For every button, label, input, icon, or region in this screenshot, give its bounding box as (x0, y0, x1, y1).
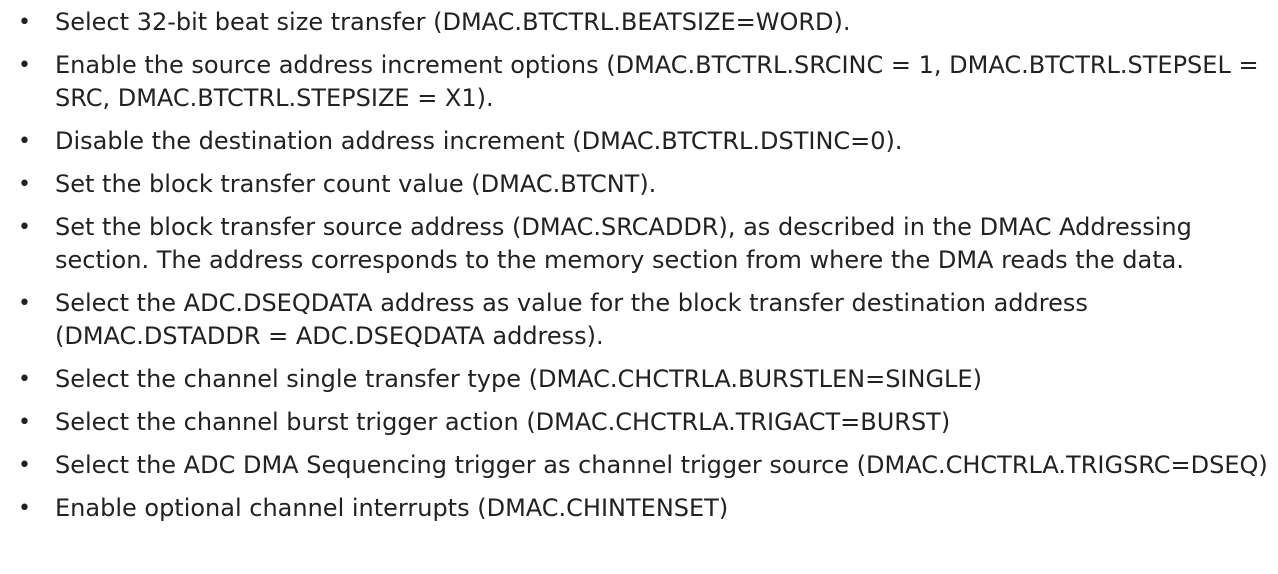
list-item: • Select the channel burst trigger actio… (0, 406, 1278, 439)
list-item: • Select the channel single transfer typ… (0, 363, 1278, 396)
list-item: • Enable optional channel interrupts (DM… (0, 492, 1278, 525)
list-item: • Enable the source address increment op… (0, 49, 1278, 115)
bullet-icon: • (18, 53, 31, 78)
list-item: • Set the block transfer source address … (0, 211, 1278, 277)
list-item-text: Disable the destination address incremen… (55, 127, 903, 155)
bullet-icon: • (18, 291, 31, 316)
bullet-icon: • (18, 496, 31, 521)
list-item: • Disable the destination address increm… (0, 125, 1278, 158)
list-item-text: Set the block transfer source address (D… (55, 213, 1192, 274)
bullet-icon: • (18, 215, 31, 240)
bullet-icon: • (18, 453, 31, 478)
list-item-text: Set the block transfer count value (DMAC… (55, 170, 657, 198)
bullet-icon: • (18, 172, 31, 197)
list-item-text: Enable optional channel interrupts (DMAC… (55, 494, 729, 522)
list-item-text: Select the ADC DMA Sequencing trigger as… (55, 451, 1268, 479)
bullet-icon: • (18, 367, 31, 392)
configuration-steps-list: • Select 32-bit beat size transfer (DMAC… (0, 6, 1278, 525)
list-item: • Select the ADC.DSEQDATA address as val… (0, 287, 1278, 353)
list-item-text: Select the channel single transfer type … (55, 365, 982, 393)
bullet-icon: • (18, 129, 31, 154)
list-item-text: Select 32-bit beat size transfer (DMAC.B… (55, 8, 851, 36)
list-item: • Select the ADC DMA Sequencing trigger … (0, 449, 1278, 482)
list-item-text: Select the channel burst trigger action … (55, 408, 951, 436)
bullet-icon: • (18, 10, 31, 35)
list-item: • Set the block transfer count value (DM… (0, 168, 1278, 201)
list-item-text: Enable the source address increment opti… (55, 51, 1259, 112)
bullet-icon: • (18, 410, 31, 435)
list-item-text: Select the ADC.DSEQDATA address as value… (55, 289, 1088, 350)
list-item: • Select 32-bit beat size transfer (DMAC… (0, 6, 1278, 39)
